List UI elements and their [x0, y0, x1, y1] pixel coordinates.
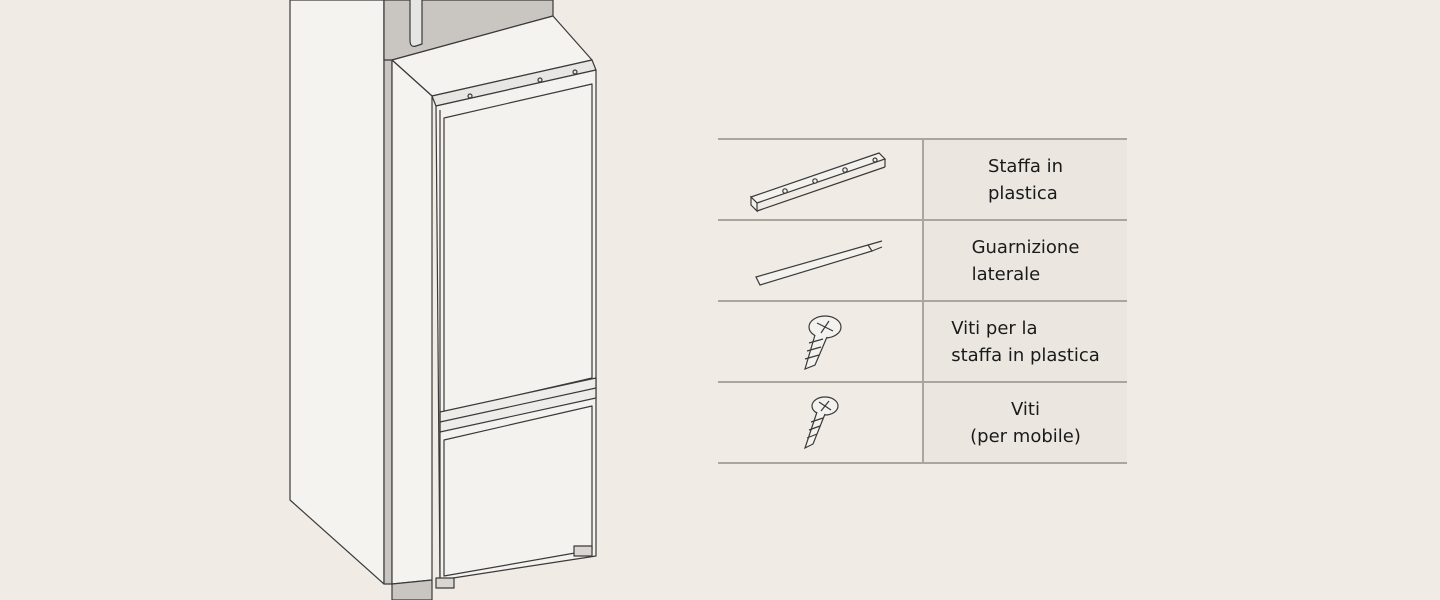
cabinet-side-panel — [289, 0, 385, 585]
parts-table: Staffa in plastica — [718, 138, 1127, 464]
cabinet-screw-icon — [803, 395, 839, 449]
table-row: Staffa in plastica — [718, 138, 1127, 221]
part-label-line1: Viti per la — [951, 317, 1038, 339]
cabinet-plinth — [391, 579, 433, 600]
part-image-cell — [718, 381, 924, 464]
part-label-line2: laterale — [971, 263, 1041, 285]
part-label-cell: Staffa in plastica — [923, 138, 1127, 221]
part-image-cell — [718, 219, 924, 302]
part-label-line1: Viti — [1011, 398, 1040, 420]
part-image-cell — [718, 138, 924, 221]
upper-door-handle — [409, 0, 423, 47]
part-label-cell: Viti per la staffa in plastica — [923, 300, 1127, 383]
part-label-line2: staffa in plastica — [951, 344, 1100, 366]
table-row: Guarnizione laterale — [718, 219, 1127, 302]
fridge-cabinet-illustration — [289, 0, 597, 600]
part-label-cell: Guarnizione laterale — [923, 219, 1127, 302]
bracket-screw-icon — [804, 314, 842, 370]
fridge-foot-right — [573, 545, 593, 557]
side-gasket-strip-icon — [755, 239, 883, 286]
cabinet-inner-wall — [391, 59, 433, 585]
table-row: Viti per la staffa in plastica — [718, 300, 1127, 383]
cabinet-inner-side — [383, 0, 393, 585]
plastic-bracket-icon — [749, 151, 887, 212]
part-label-line1: Staffa in — [987, 155, 1064, 177]
part-label-line2: plastica — [987, 182, 1058, 204]
part-label-line1: Guarnizione — [971, 236, 1080, 258]
part-label-cell: Viti (per mobile) — [923, 381, 1127, 464]
part-label-line2: (per mobile) — [970, 425, 1081, 447]
table-row: Viti (per mobile) — [718, 381, 1127, 464]
fridge-foot-left — [435, 577, 455, 589]
fridge-upper-door — [443, 83, 593, 413]
part-image-cell — [718, 300, 924, 383]
